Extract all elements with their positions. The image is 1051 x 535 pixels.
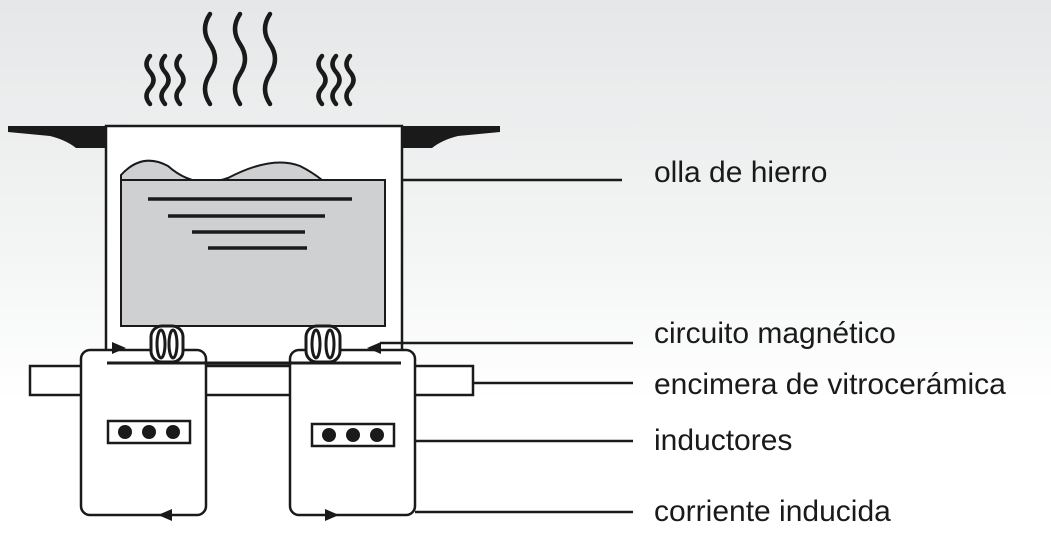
steam-wave	[202, 11, 218, 107]
arrow-left-icon	[158, 509, 172, 521]
label-inductors: inductores	[654, 424, 792, 457]
liquid-surface	[120, 159, 325, 183]
liquid	[120, 179, 386, 327]
steam-wave	[174, 53, 186, 107]
inductor-panel-left	[106, 419, 192, 445]
pot-handle-right	[402, 126, 500, 148]
inductor-panel-right	[310, 422, 396, 448]
leader-lines	[380, 178, 633, 514]
label-pot: olla de hierro	[654, 156, 827, 189]
label-magnetic-circuit: circuito magnético	[654, 317, 896, 350]
current-arrows	[112, 342, 381, 521]
liquid-lines	[148, 197, 352, 250]
steam-waves	[144, 11, 356, 107]
arrow-right-icon	[112, 342, 126, 354]
magnetic-coil-right	[304, 324, 342, 364]
steam-wave	[344, 53, 356, 107]
steam-wave	[144, 53, 156, 107]
steam-wave	[262, 11, 278, 107]
steam-wave	[232, 11, 248, 107]
arrow-left-icon	[367, 342, 381, 354]
label-induced-current: corriente inducida	[654, 495, 891, 528]
arrow-right-icon	[325, 509, 339, 521]
steam-wave	[316, 53, 328, 107]
pot-handle-left	[8, 126, 106, 148]
label-cooktop: encimera de vitrocerámica	[654, 368, 1006, 401]
steam-wave	[159, 53, 171, 107]
magnetic-coil-left	[149, 324, 185, 364]
steam-wave	[330, 53, 342, 107]
